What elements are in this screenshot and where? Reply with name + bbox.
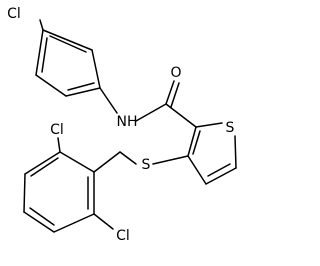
atom-label-chlorine-top: Cl	[7, 6, 21, 22]
atom-label-oxygen: O	[170, 65, 181, 81]
atom-label-amide-nh: NH	[117, 114, 138, 130]
dichlorophenyl-ring	[23, 137, 114, 233]
molecular-structure-diagram: Cl O NH S S Cl Cl	[7, 6, 237, 244]
chlorophenyl-ring	[35, 19, 101, 97]
atom-label-chlorine-left: Cl	[50, 122, 64, 138]
atom-label-thiophene-sulfur: S	[226, 120, 235, 136]
thioether-linkage	[93, 151, 189, 173]
amide-linkage	[99, 80, 197, 128]
atom-label-thioether-sulfur: S	[142, 157, 151, 173]
thiophene-ring	[187, 122, 237, 185]
atom-label-chlorine-bottom: Cl	[116, 228, 130, 244]
